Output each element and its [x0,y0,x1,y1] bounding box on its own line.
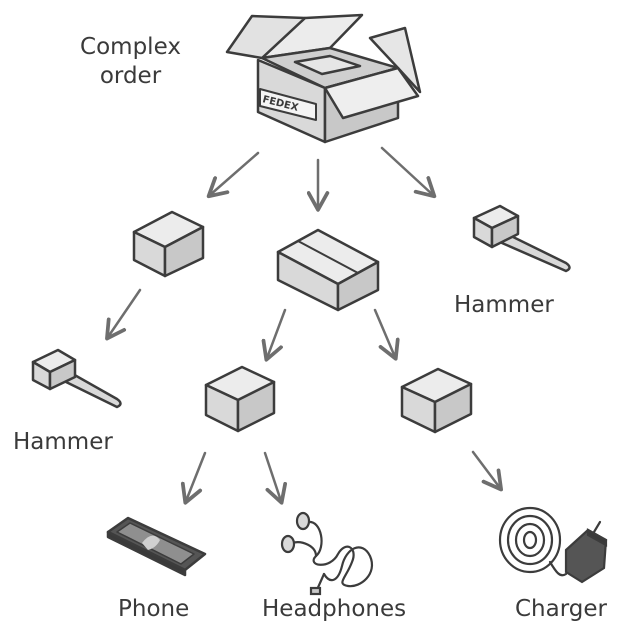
hammer-left-icon [31,348,122,409]
small-box-left-icon [132,210,205,278]
label-headphones: Headphones [262,596,407,622]
hammer-right-icon [472,204,571,273]
label-charger: Charger [515,596,607,622]
label-phone: Phone [118,596,190,622]
arrow-root-to-small-box [206,151,260,199]
arrow-box-b-to-charger [471,450,503,492]
arrow-small-box-to-hammer [105,288,142,341]
label-complex-order: Complex order [80,34,181,90]
arrow-big-box-to-box-b [373,308,400,361]
level2-arrows [105,288,400,362]
label-hammer-right: Hammer [454,292,554,318]
charger-icon [498,506,608,584]
big-box-center-icon [276,228,380,312]
arrow-box-a-to-phone [180,451,207,505]
root-arrows [206,146,437,212]
small-box-b-icon [400,367,473,434]
phone-icon [106,516,207,577]
arrow-big-box-to-box-a [261,308,287,362]
level3-arrows [180,450,503,505]
headphones-icon [280,511,373,596]
small-box-a-icon [204,365,276,433]
label-hammer-left: Hammer [13,429,113,455]
arrow-box-a-to-headphones [263,451,288,505]
open-shipping-box-icon [225,13,422,144]
arrow-root-to-hammer [380,146,437,199]
